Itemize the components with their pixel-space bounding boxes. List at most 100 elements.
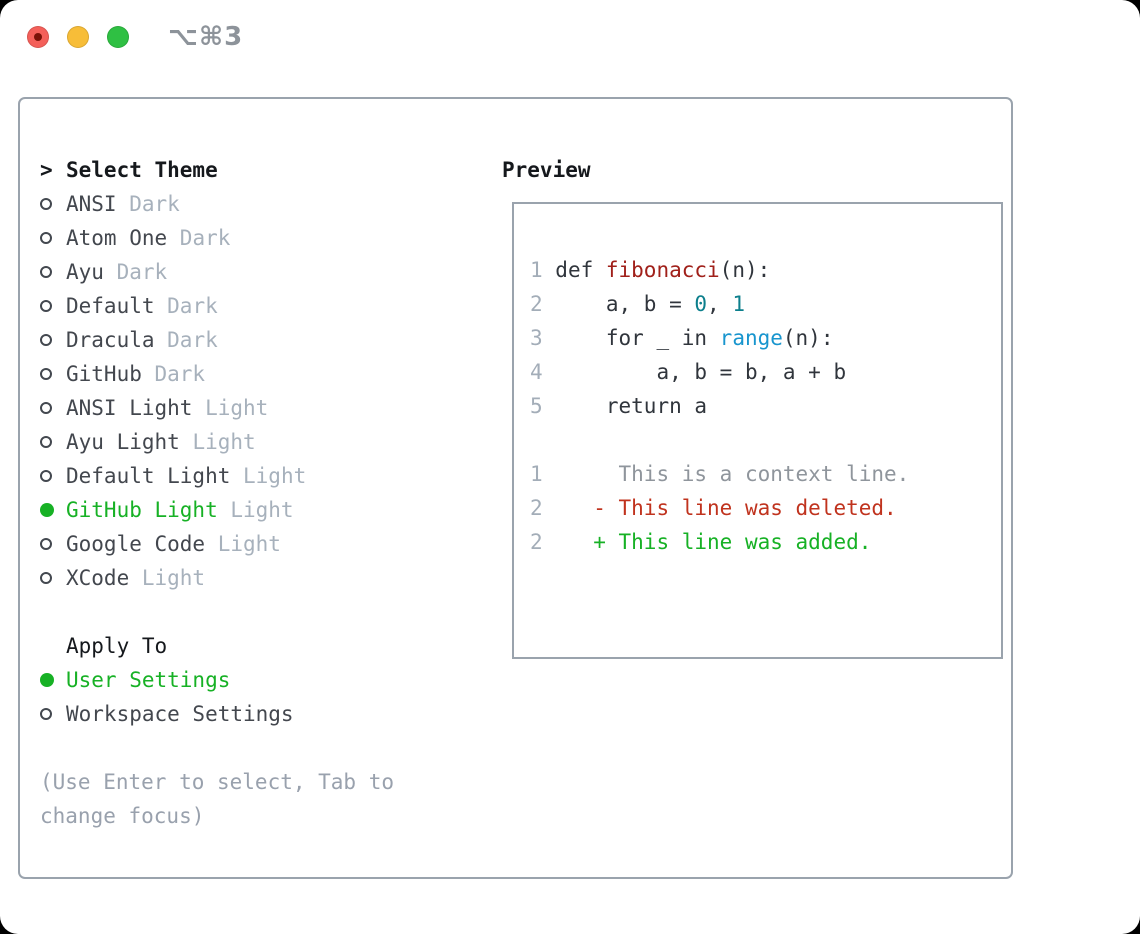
radio-unselected-icon <box>40 436 52 448</box>
theme-item[interactable]: Default Light Light <box>40 459 490 493</box>
theme-name: Ayu <box>66 260 104 284</box>
close-button[interactable] <box>27 26 49 48</box>
code-line: 2 a, b = 0, 1 <box>530 287 1001 321</box>
select-theme-title: Select Theme <box>66 158 218 182</box>
radio-selected-icon <box>40 673 54 687</box>
theme-variant-tag: Dark <box>129 192 180 216</box>
radio-unselected-icon <box>40 538 52 550</box>
theme-item[interactable]: XCode Light <box>40 561 490 595</box>
theme-variant-tag: Light <box>217 532 281 556</box>
radio-marker <box>40 232 66 244</box>
code-line: 3 for _ in range(n): <box>530 321 1001 355</box>
theme-name: GitHub <box>66 362 142 386</box>
line-content: This is a context line. <box>555 462 910 486</box>
radio-marker <box>40 538 66 550</box>
titlebar: ⌥⌘3 <box>0 0 1140 97</box>
code-line: 5 return a <box>530 389 1001 423</box>
theme-variant-tag: Light <box>141 566 206 590</box>
close-dot-icon <box>34 33 42 41</box>
code-segment: range <box>719 326 783 350</box>
zoom-button[interactable] <box>107 26 129 48</box>
theme-variant-tag: Dark <box>154 362 206 386</box>
code-segment: - This line was deleted. <box>555 496 897 520</box>
radio-marker <box>40 503 66 517</box>
theme-item[interactable]: Dracula Dark <box>40 323 490 357</box>
code-segment: (n): <box>719 258 771 282</box>
theme-item[interactable]: GitHub Dark <box>40 357 490 391</box>
theme-item[interactable]: Ayu Dark <box>40 255 490 289</box>
code-segment: , <box>707 292 733 316</box>
theme-name: XCode <box>66 566 130 590</box>
line-content: a, b = 0, 1 <box>555 292 745 316</box>
line-content: + This line was added. <box>555 530 871 554</box>
line-number: 1 <box>530 258 543 282</box>
theme-variant-tag: Dark <box>167 294 218 318</box>
theme-name: Ayu Light <box>66 430 180 454</box>
line-content: for _ in range(n): <box>555 326 834 350</box>
line-number: 3 <box>530 326 543 350</box>
radio-marker <box>40 708 66 720</box>
apply-to-header: Apply To <box>40 629 490 663</box>
radio-unselected-icon <box>40 266 52 278</box>
minimize-button[interactable] <box>67 26 89 48</box>
theme-variant-tag: Light <box>243 464 307 488</box>
theme-variant-tag: Light <box>205 396 269 420</box>
radio-marker <box>40 402 66 414</box>
radio-selected-icon <box>40 503 54 517</box>
spacer <box>40 595 490 629</box>
theme-item[interactable]: ANSI Dark <box>40 187 490 221</box>
theme-variant-tag: Dark <box>167 328 218 352</box>
code-segment: + This line was added. <box>555 530 872 554</box>
theme-name: Dracula <box>66 328 155 352</box>
apply-to-option[interactable]: Workspace Settings <box>40 697 490 731</box>
code-segment: 1 <box>732 292 745 316</box>
theme-item[interactable]: GitHub Light Light <box>40 493 490 527</box>
theme-name: Google Code <box>66 532 206 556</box>
theme-item[interactable]: ANSI Light Light <box>40 391 490 425</box>
radio-marker <box>40 368 66 380</box>
apply-to-title: Apply To <box>66 634 168 658</box>
theme-name: GitHub Light <box>66 498 218 522</box>
apply-to-option[interactable]: User Settings <box>40 663 490 697</box>
radio-unselected-icon <box>40 300 52 312</box>
line-number: 4 <box>530 360 543 384</box>
prompt-icon: > <box>40 158 53 182</box>
radio-marker <box>40 572 66 584</box>
theme-variant-tag: Dark <box>116 260 168 284</box>
radio-marker <box>40 300 66 312</box>
code-line: 2 + This line was added. <box>530 525 1001 559</box>
blank-line <box>530 423 1001 457</box>
line-number: 1 <box>530 462 543 486</box>
option-label: Workspace Settings <box>66 702 294 726</box>
radio-marker <box>40 266 66 278</box>
code-segment: return a <box>555 394 708 418</box>
theme-item[interactable]: Google Code Light <box>40 527 490 561</box>
radio-unselected-icon <box>40 198 52 210</box>
code-segment: a, b = <box>555 292 695 316</box>
code-segment: 0 <box>694 292 708 316</box>
theme-variant-tag: Light <box>230 498 294 522</box>
line-content: a, b = b, a + b <box>555 360 846 384</box>
hint-text: (Use Enter to select, Tab to change focu… <box>40 770 395 828</box>
theme-name: ANSI <box>66 192 117 216</box>
radio-unselected-icon <box>40 470 52 482</box>
radio-marker <box>40 673 66 687</box>
radio-unselected-icon <box>40 402 52 414</box>
line-number: 2 <box>530 496 543 520</box>
code-segment: def <box>555 258 606 282</box>
code-line: 2 - This line was deleted. <box>530 491 1001 525</box>
theme-name: Default Light <box>66 464 231 488</box>
line-number: 5 <box>530 394 543 418</box>
theme-name: ANSI Light <box>66 396 193 420</box>
window-title: ⌥⌘3 <box>168 22 244 52</box>
code-segment: a, b = b, a + b <box>555 360 847 384</box>
radio-marker <box>40 436 66 448</box>
